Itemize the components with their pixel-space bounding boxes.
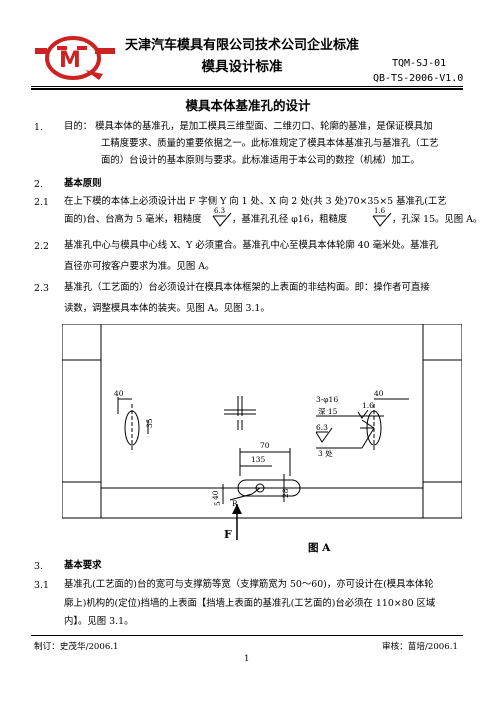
page-number: 1 — [244, 654, 250, 664]
dim-28: 28 — [281, 488, 290, 498]
roughness-value-2: 1.6 — [374, 207, 386, 215]
dim-radius: R — [232, 499, 238, 508]
note-quantity: 3 处 — [318, 448, 333, 458]
roughness-symbol-2: 1.6 — [372, 207, 392, 227]
section-1-line-2: 工精度要求、质量的重要依据之一。此标准规定了模具本体基准孔与基准孔（工艺 — [101, 138, 439, 149]
figure-a-drawing: 40 35 40 70 135 R 5 40 28 3-φ16 深 15 1.6… — [62, 324, 462, 540]
section-1-line-3: 面的）台设计的基本原则与要求。此标准适用于本公司的数控（机械）加工。 — [101, 155, 420, 166]
section-2-1-number: 2.1 — [34, 197, 49, 208]
section-2-number: 2. — [34, 179, 43, 190]
die-outline — [62, 324, 462, 519]
company-logo: M — [35, 36, 115, 80]
section-2-3-line-1: 基准孔（工艺面的）台必须设计在模具本体框架的上表面的非结构面。即：操作者可直接 — [64, 282, 430, 293]
roughness-value-1: 6.3 — [214, 207, 225, 215]
svg-text:M: M — [59, 48, 81, 73]
section-1-number: 1. — [34, 122, 43, 133]
section-2-title: 基本原则 — [64, 178, 102, 189]
section-3-1-line-1: 基准孔(工艺面的)台的宽可与支撑筋等宽（支撑筋宽为 50～60)，亦可设计在(模… — [64, 579, 434, 590]
standard-name: 模具设计标准 — [201, 59, 283, 75]
section-2-1-line-2c: ，孔深 15。见图 A。 — [392, 214, 483, 225]
section-1-line-1: 目的： 模具本体的基准孔，是加工模具三维型面、二维刃口、轮廓的基准，是保证模具加 — [64, 121, 433, 132]
standard-code: TQM-SJ-01 — [392, 58, 447, 69]
dim-35: 35 — [145, 418, 154, 428]
section-3-1-line-2: 廓上)机构的(定位)挡墙的上表面【挡墙上表面的基准孔(工艺面的)台必须在 110… — [64, 598, 436, 609]
dim-40-vertical: 40 — [211, 490, 220, 500]
dim-40-left: 40 — [114, 389, 124, 398]
dim-5: 5 — [213, 501, 222, 506]
section-2-2-line-1: 基准孔中心与模具中心线 X、Y 必须重合。基准孔中心至模具本体轮廓 40 毫米处… — [64, 240, 439, 251]
section-3-1-number: 3.1 — [34, 580, 49, 591]
section-2-2-number: 2.2 — [34, 241, 49, 252]
footer-author: 制订：史茂华/2006.1 — [34, 642, 119, 652]
header-rule — [31, 86, 463, 87]
standard-version: QB-TS-2006-V1.0 — [373, 73, 464, 84]
section-2-1-line-1: 在上下模的本体上必须设计出 F 字侧 Y 向 1 处、X 向 2 处(共 3 处… — [64, 196, 447, 207]
header-rule-thick — [31, 88, 463, 90]
company-name: 天津汽车模具有限公司技术公司企业标准 — [124, 38, 359, 53]
section-3-1-line-3: 内】。见图 3.1。 — [64, 616, 134, 627]
document-title: 模具本体基准孔的设计 — [185, 98, 311, 113]
roughness-symbol-1: 6.3 — [212, 207, 232, 227]
section-2-2-line-2: 直径亦可按客户要求为准。见图 A。 — [64, 261, 215, 272]
section-3-number: 3. — [34, 561, 43, 572]
section-3-title: 基本要求 — [64, 560, 102, 571]
footer-rule — [31, 635, 463, 636]
figure-a-caption: 图 A — [308, 542, 331, 554]
dim-135: 135 — [251, 455, 266, 464]
note-hole-spec: 3-φ16 — [316, 395, 338, 404]
dim-70: 70 — [260, 441, 270, 450]
note-roughness-1-6: 1.6 — [362, 401, 374, 410]
f-direction-label: F — [224, 528, 232, 540]
dim-40-right: 40 — [374, 389, 384, 398]
note-depth: 深 15 — [318, 407, 338, 416]
f-direction-arrowhead — [232, 504, 242, 514]
section-2-1-line-2b: ，基准孔孔径 φ16，粗糙度 — [232, 214, 348, 225]
note-roughness-6-3: 6.3 — [316, 423, 328, 432]
footer-reviewer: 审核：苗培/2006.1 — [382, 642, 458, 652]
section-2-3-number: 2.3 — [34, 283, 49, 294]
section-2-3-line-2: 读数，调整模具本体的装夹。见图 A。见图 3.1。 — [64, 303, 270, 314]
section-2-1-line-2a: 面的)台、台高为 5 毫米，粗糙度 — [64, 214, 202, 225]
